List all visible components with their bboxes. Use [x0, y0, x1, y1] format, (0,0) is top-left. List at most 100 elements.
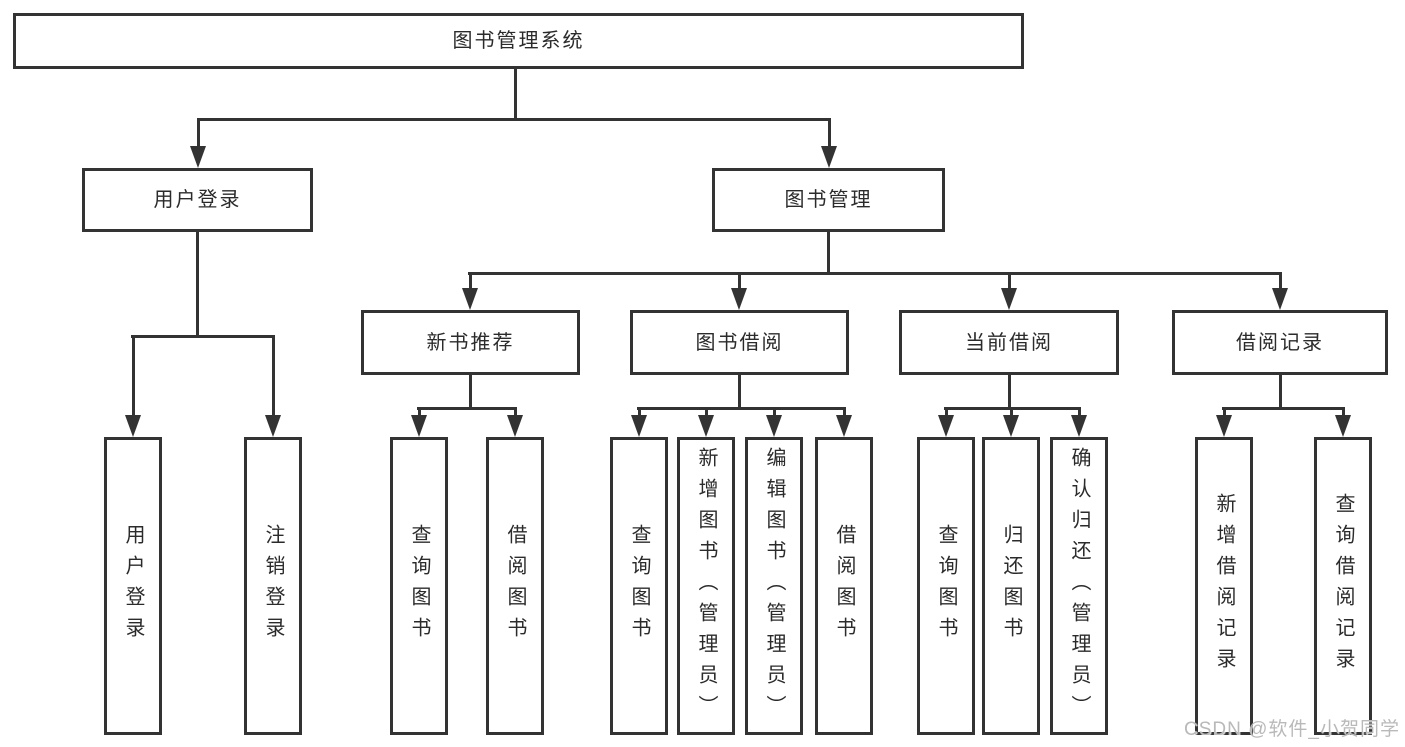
arrow-head-icon — [1272, 288, 1288, 310]
arrow-leaf — [938, 407, 954, 437]
arrow-to-leaf-user-login — [125, 335, 141, 437]
arrow-stem — [271, 335, 275, 421]
arrow-stem — [737, 272, 741, 294]
node-root-label: 图书管理系统 — [452, 30, 585, 52]
arrow-stem — [704, 407, 708, 421]
connector-recommend-bus — [417, 407, 517, 410]
arrow-stem — [1341, 407, 1345, 421]
arrow-stem — [1007, 272, 1011, 294]
node-user-login: 用户登录 — [82, 168, 313, 232]
node-new-book-recommend-label: 新书推荐 — [426, 331, 515, 354]
connector-recommend-stem — [469, 375, 472, 407]
leaf-label: 用户登录 — [122, 524, 144, 648]
arrow-head-icon — [631, 415, 647, 437]
node-current-borrow-label: 当前借阅 — [965, 331, 1053, 354]
node-book-mgmt: 图书管理 — [712, 168, 945, 232]
node-new-book-recommend: 新书推荐 — [361, 310, 580, 375]
leaf-add-books-admin: 新增图书（管理员） — [677, 437, 735, 735]
arrow-head-icon — [1001, 288, 1017, 310]
arrow-head-icon — [1003, 415, 1019, 437]
arrow-stem — [842, 407, 846, 421]
node-root: 图书管理系统 — [13, 13, 1024, 69]
arrow-leaf — [631, 407, 647, 437]
leaf-query-books-recommend: 查询图书 — [390, 437, 448, 735]
arrow-leaf — [1071, 407, 1087, 437]
arrow-head-icon — [938, 415, 954, 437]
arrow-leaf — [1216, 407, 1232, 437]
arrow-leaf — [1335, 407, 1351, 437]
leaf-query-borrow-record: 查询借阅记录 — [1314, 437, 1372, 735]
leaf-label: 查询图书 — [628, 524, 650, 648]
arrow-stem — [637, 407, 641, 421]
connector-root-stem — [514, 69, 517, 118]
arrow-stem — [196, 118, 200, 152]
arrow-to-user-login — [190, 118, 206, 168]
connector-mgmt-bus — [468, 272, 1282, 275]
leaf-label: 归还图书 — [1000, 524, 1022, 648]
connector-root-bus — [197, 118, 831, 121]
arrow-head-icon — [190, 146, 206, 168]
leaf-label: 借阅图书 — [504, 524, 526, 648]
node-book-borrow: 图书借阅 — [630, 310, 849, 375]
leaf-label: 新增借阅记录 — [1213, 493, 1235, 679]
arrow-head-icon — [836, 415, 852, 437]
leaf-query-books-borrow: 查询图书 — [610, 437, 668, 735]
arrow-head-icon — [462, 288, 478, 310]
arrow-to-borrow-records — [1272, 272, 1288, 310]
arrow-leaf — [766, 407, 782, 437]
leaf-label: 新增图书（管理员） — [695, 446, 717, 726]
arrow-head-icon — [731, 288, 747, 310]
arrow-stem — [417, 407, 421, 421]
arrow-head-icon — [1216, 415, 1232, 437]
arrow-stem — [944, 407, 948, 421]
arrow-to-new-book-recommend — [462, 272, 478, 310]
arrow-stem — [1278, 272, 1282, 294]
connector-current-stem — [1008, 375, 1011, 407]
arrow-head-icon — [1071, 415, 1087, 437]
connector-borrow-stem — [738, 375, 741, 407]
arrow-head-icon — [411, 415, 427, 437]
arrow-head-icon — [507, 415, 523, 437]
arrow-leaf — [411, 407, 427, 437]
connector-records-stem — [1279, 375, 1282, 407]
leaf-edit-books-admin: 编辑图书（管理员） — [745, 437, 803, 735]
leaf-return-books: 归还图书 — [982, 437, 1040, 735]
node-borrow-records-label: 借阅记录 — [1236, 331, 1324, 354]
leaf-label: 查询图书 — [408, 524, 430, 648]
arrow-head-icon — [766, 415, 782, 437]
leaf-borrow-books-recommend: 借阅图书 — [486, 437, 544, 735]
leaf-user-login: 用户登录 — [104, 437, 162, 735]
arrow-leaf — [507, 407, 523, 437]
leaf-label: 注销登录 — [262, 524, 284, 648]
arrow-head-icon — [821, 146, 837, 168]
leaf-label: 查询图书 — [935, 524, 957, 648]
arrow-stem — [1009, 407, 1013, 421]
node-user-login-label: 用户登录 — [153, 189, 242, 211]
arrow-to-book-borrow — [731, 272, 747, 310]
connector-login-stem — [196, 232, 199, 335]
arrow-head-icon — [1335, 415, 1351, 437]
arrow-head-icon — [698, 415, 714, 437]
arrow-stem — [827, 118, 831, 152]
arrow-to-current-borrow — [1001, 272, 1017, 310]
leaf-label: 借阅图书 — [833, 524, 855, 648]
leaf-label: 确认归还（管理员） — [1068, 446, 1090, 726]
arrow-leaf — [836, 407, 852, 437]
csdn-watermark: CSDN @软件_小贺同学 — [1184, 719, 1400, 740]
leaf-label: 编辑图书（管理员） — [763, 446, 785, 726]
arrow-stem — [1077, 407, 1081, 421]
leaf-label: 查询借阅记录 — [1332, 493, 1354, 679]
leaf-query-books-current: 查询图书 — [917, 437, 975, 735]
arrow-stem — [131, 335, 135, 421]
arrow-stem — [513, 407, 517, 421]
leaf-confirm-return-admin: 确认归还（管理员） — [1050, 437, 1108, 735]
connector-current-bus — [944, 407, 1081, 410]
leaf-borrow-books: 借阅图书 — [815, 437, 873, 735]
arrow-to-book-mgmt — [821, 118, 837, 168]
node-book-borrow-label: 图书借阅 — [695, 331, 784, 354]
arrow-stem — [468, 272, 472, 294]
node-book-mgmt-label: 图书管理 — [784, 189, 873, 211]
node-borrow-records: 借阅记录 — [1172, 310, 1388, 375]
arrow-leaf — [698, 407, 714, 437]
